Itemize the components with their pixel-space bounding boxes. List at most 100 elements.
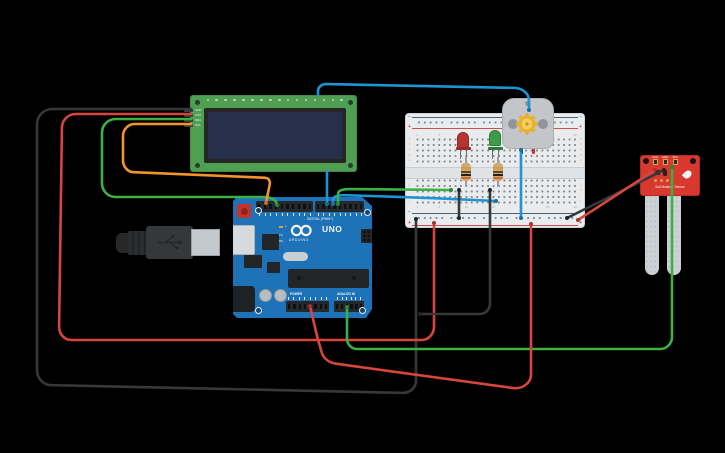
uno-label: UNO: [322, 224, 343, 234]
breadboard-grid-label: i: [580, 194, 582, 198]
sensor-title: Soil Moisture Sensor: [655, 185, 685, 189]
breadboard-grid-label: b: [408, 142, 411, 146]
usb-metal-sleeve: [191, 229, 220, 256]
soil-moisture-sensor[interactable]: VCC GND SIG Soil Moisture Sensor: [640, 152, 702, 277]
resistor-lead: [465, 157, 467, 164]
resistor-body: [493, 163, 503, 181]
sensor-pin-label: GND: [661, 154, 669, 159]
lcd-pin-gnd[interactable]: [184, 108, 193, 112]
breadboard-grid-label: h: [408, 189, 411, 193]
mounting-hole: [359, 307, 366, 314]
lcd-screw-hole: [348, 163, 353, 168]
small-chip: [267, 262, 280, 273]
breadboard-grid-label: j: [409, 200, 410, 204]
resistor-body: [461, 163, 471, 181]
rail-minus-label: −: [579, 114, 582, 120]
rail-line-red-bottom: [412, 224, 578, 226]
capacitor: [274, 289, 287, 302]
lcd-pin-scl[interactable]: [184, 123, 193, 127]
sensor-pin-label: SIG: [672, 154, 678, 159]
motor-mount-left: [508, 119, 518, 129]
sensor-prong-right: [667, 194, 681, 275]
capacitor: [259, 289, 272, 302]
rail-plus-label: +: [579, 124, 582, 130]
power-jack: [233, 286, 255, 312]
power-header[interactable]: [286, 301, 329, 312]
led-bulb: [489, 130, 501, 146]
rail-plus-label: +: [579, 220, 582, 226]
sensor-pin-gnd[interactable]: [662, 159, 668, 165]
lcd-pin-label: SDA: [195, 118, 202, 122]
sensor-prong-left: [645, 194, 659, 275]
breadboard-grid-label: 10: [464, 204, 469, 209]
rail-minus-label: −: [579, 209, 582, 215]
power-label: POWER: [290, 291, 303, 296]
mounting-hole: [364, 209, 371, 216]
led-leg: [465, 148, 468, 159]
led-leg: [491, 148, 494, 159]
breadboard-grid-label: g: [580, 183, 582, 187]
sensor-pad: [660, 179, 663, 182]
tx-label: TX: [279, 233, 283, 237]
sensor-chip: [663, 170, 667, 176]
sensor-pad: [654, 179, 657, 182]
resistor-lead: [497, 157, 499, 164]
sensor-mount-hole: [643, 158, 649, 164]
usb-cable-ridges: [128, 231, 147, 255]
breadboard-grid-label: 30: [573, 204, 577, 209]
breadboard-grid-label: c: [408, 148, 411, 152]
led-leg: [459, 148, 462, 159]
breadboard-grid-label: d: [580, 153, 582, 157]
breadboard-grid-label: f: [409, 178, 410, 182]
breadboard-grid-label: 20: [518, 204, 523, 209]
lcd-pin-sda[interactable]: [184, 118, 193, 122]
rail-line-blue-bottom: [412, 213, 578, 215]
sensor-chip: [655, 170, 660, 175]
breadboard-grid-label: a: [408, 137, 411, 141]
sensor-pin-label: VCC: [651, 154, 659, 159]
breadboard-grid-label: b: [580, 142, 582, 146]
led-base: [455, 146, 471, 150]
sensor-mount-hole: [690, 158, 696, 164]
analog-label: ANALOG IN: [337, 291, 355, 296]
rail-line-red-top: [412, 127, 578, 129]
breadboard-grid-label: h: [580, 189, 582, 193]
breadboard-grid-label: 1: [416, 132, 419, 137]
lcd-pin-label: SCL: [195, 123, 201, 127]
onboard-led: [279, 225, 283, 228]
microcontroller-chip: [288, 269, 369, 288]
motor-mount-right: [538, 119, 548, 129]
digital-header-right[interactable]: [315, 201, 364, 212]
reset-button[interactable]: [237, 204, 251, 218]
led-leg: [497, 148, 500, 159]
lcd-pin-vcc[interactable]: [184, 113, 193, 117]
breadboard-grid-label: 25: [546, 204, 550, 209]
digital-label: DIGITAL (PWM~): [307, 217, 334, 221]
lcd-bezel: [204, 108, 346, 163]
lcd-screw-hole: [195, 100, 200, 105]
rail-line-blue-top: [412, 117, 578, 119]
digital-header-left[interactable]: [256, 201, 313, 212]
arduino-label: ARDUINO: [289, 238, 309, 242]
usb-icon: [158, 234, 182, 250]
lcd-screw-hole: [195, 163, 200, 168]
lcd-screen: [208, 112, 342, 159]
lcd-display[interactable]: GND VCC SDA SCL: [184, 95, 357, 172]
icsp-header[interactable]: [361, 229, 372, 243]
sensor-pin-vcc[interactable]: [652, 159, 658, 165]
rail-minus-label: −: [408, 114, 411, 120]
breadboard-grid-label: 15: [491, 204, 496, 209]
breadboard-grid-label: f: [580, 178, 582, 182]
sensor-pin-sig[interactable]: [672, 159, 678, 165]
wire-jumper-black-2-end[interactable]: [418, 312, 422, 316]
rx-label: RX: [279, 238, 284, 243]
breadboard-grid-label: e: [580, 159, 582, 163]
lcd-pin-label: VCC: [195, 113, 202, 117]
regulator: [244, 255, 262, 268]
led-bulb: [457, 132, 469, 148]
usb-interface-chip: [262, 234, 279, 250]
breadboard-grid-label: d: [408, 153, 411, 157]
dc-motor[interactable]: [502, 98, 554, 154]
led-base: [487, 146, 503, 150]
